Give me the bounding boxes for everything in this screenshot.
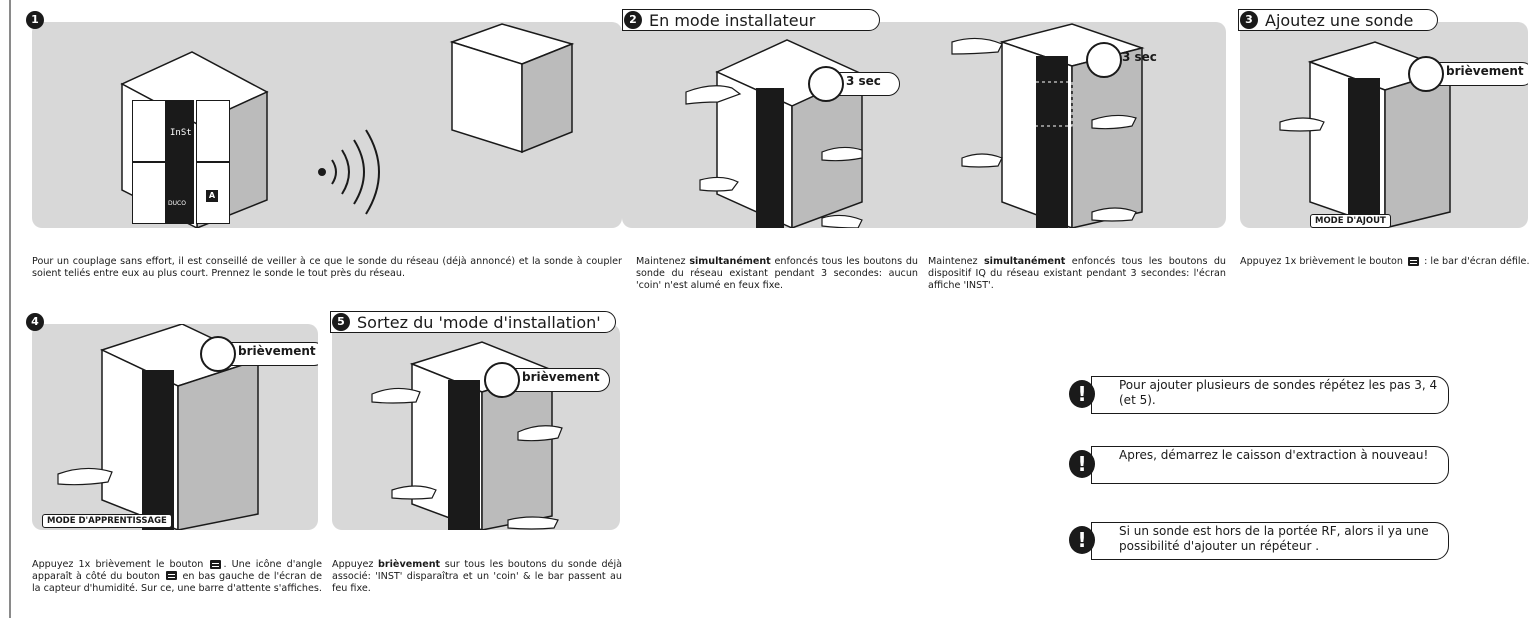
step4-caption: Appuyez 1x brièvement le bouton . Une ic…: [32, 559, 322, 594]
hand-icon-group-right: [951, 37, 1137, 222]
dry-button-icon: [1408, 256, 1420, 266]
step3-number: 3: [1240, 11, 1258, 29]
step1-number: 1: [26, 11, 44, 29]
stopwatch-icon: [200, 336, 236, 372]
mode-ajout-tag: MODE D'AJOUT: [1310, 214, 1391, 228]
warning-icon: !: [1069, 450, 1095, 478]
step2-caption-a: Maintenez simultanément enfoncés tous le…: [636, 256, 918, 291]
hand-icon-group-left: [685, 85, 863, 228]
dry-button-icon: [210, 559, 222, 569]
dry-button-icon: [165, 571, 177, 581]
step1-illustration: InSt DUCO A: [32, 22, 622, 228]
note-restart-extraction: ! Apres, démarrez le caisson d'extractio…: [1069, 446, 1449, 484]
device-front-near: InSt DUCO A: [132, 100, 230, 224]
step3-caption: Appuyez 1x brièvement le bouton : le bar…: [1240, 256, 1530, 267]
note-repeater: ! Si un sonde est hors de la portée RF, …: [1069, 522, 1449, 560]
warning-icon: !: [1069, 526, 1095, 554]
step3-drawing: [1279, 41, 1453, 228]
step5-number: 5: [332, 313, 350, 331]
wifi-waves: [318, 129, 380, 215]
step2-illustration: 3 sec 3 sec: [622, 22, 1226, 228]
stopwatch-icon: [484, 362, 520, 398]
device-brand: DUCO: [168, 200, 186, 207]
step3-illustration: brièvement MODE D'AJOUT: [1240, 22, 1528, 228]
step3-title: Ajoutez une sonde: [1238, 9, 1438, 31]
note-text: Pour ajouter plusieurs de sondes répétez…: [1119, 378, 1438, 407]
step5-caption: Appuyez brièvement sur tous les boutons …: [332, 559, 622, 594]
mode-apprentissage-tag: MODE D'APPRENTISSAGE: [42, 514, 172, 528]
stopwatch-icon: [808, 66, 844, 102]
step4-number: 4: [26, 313, 44, 331]
step5-drawing: [371, 341, 563, 530]
step1-caption: Pour un couplage sans effort, il est con…: [32, 256, 622, 279]
warning-icon: !: [1069, 380, 1095, 408]
step4-drawing: [57, 324, 261, 530]
auto-button: A: [206, 190, 218, 202]
note-text: Apres, démarrez le caisson d'extraction …: [1119, 448, 1429, 462]
step1-drawing: [120, 23, 575, 228]
device-far: [449, 23, 575, 154]
step2-number: 2: [624, 11, 642, 29]
step4-illustration: brièvement MODE D'APPRENTISSAGE: [32, 324, 318, 530]
step5-illustration: brièvement: [332, 324, 620, 530]
step2-timer-label-left: 3 sec: [846, 74, 881, 88]
step3-timer-label: brièvement: [1446, 64, 1524, 78]
step4-timer-label: brièvement: [238, 344, 316, 358]
step2-caption-b: Maintenez simultanément enfoncés tous le…: [928, 256, 1226, 291]
note-text: Si un sonde est hors de la portée RF, al…: [1119, 524, 1429, 553]
step2-timer-label-right: 3 sec: [1122, 50, 1157, 64]
step2-title: En mode installateur: [622, 9, 880, 31]
stopwatch-icon: [1408, 56, 1444, 92]
step5-title: Sortez du 'mode d'installation': [330, 311, 616, 333]
step5-timer-label: brièvement: [522, 370, 600, 384]
device-display: InSt: [170, 128, 192, 138]
note-repeat-steps: ! Pour ajouter plusieurs de sondes répét…: [1069, 376, 1449, 414]
page-edge-rule: [9, 0, 11, 618]
stopwatch-icon: [1086, 42, 1122, 78]
device-existing-left: [715, 39, 864, 228]
